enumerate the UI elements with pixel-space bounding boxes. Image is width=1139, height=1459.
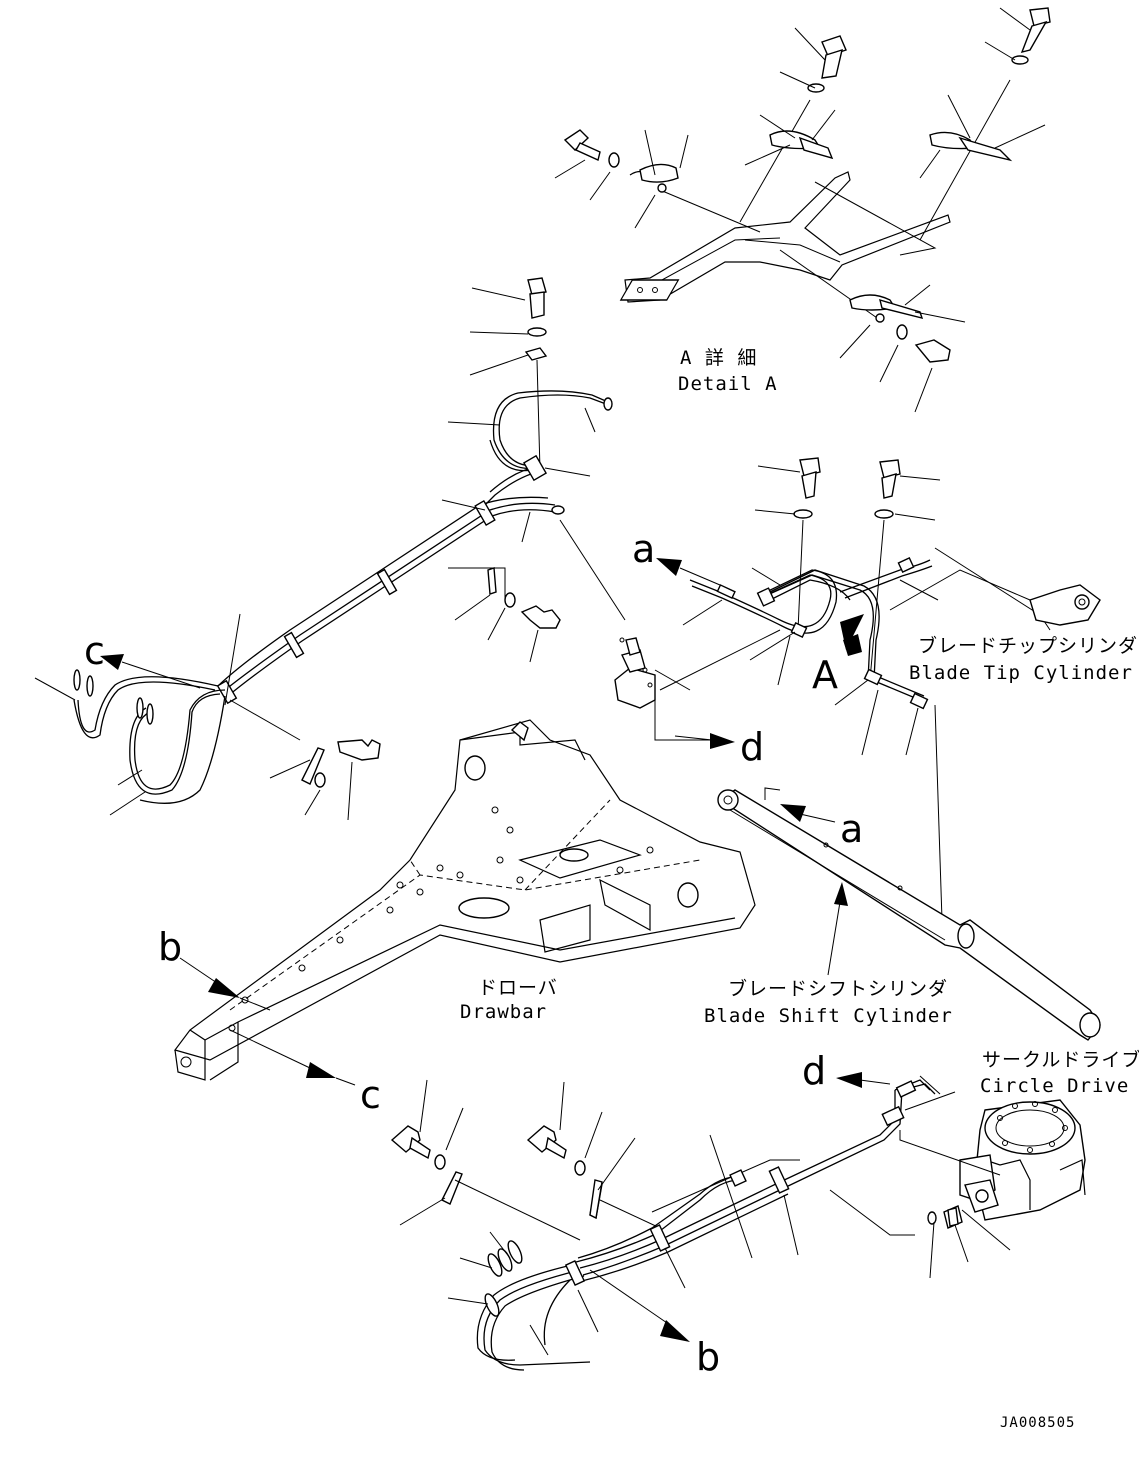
svg-text:c: c	[84, 629, 105, 673]
callout-c-lower: c	[229, 1029, 381, 1117]
callout-d-upper: d	[674, 725, 764, 769]
drawbar-en-label: Drawbar	[460, 1001, 547, 1023]
drawbar-part: ドローバ Drawbar	[173, 719, 756, 1081]
detail-a-en-label: Detail A	[678, 373, 778, 395]
circle-drive-part: サークルドライブ Circle Drive	[959, 1048, 1139, 1221]
lower-hose-harness	[390, 1075, 1011, 1371]
detail-a-jp-label: A 詳 細	[680, 347, 757, 369]
svg-text:c: c	[360, 1073, 381, 1117]
upper-hose-harness	[34, 277, 626, 821]
svg-text:b: b	[158, 925, 182, 969]
bolt-part	[563, 129, 679, 193]
figure-id: JA008505	[1000, 1415, 1075, 1431]
blade-tip-hoses: A ブレードチップシリンダ Blade Tip Cylinder	[682, 457, 1138, 921]
blade-tip-jp-label: ブレードチップシリンダ	[918, 634, 1138, 657]
blade-shift-en-label: Blade Shift Cylinder	[704, 1005, 953, 1027]
svg-text:d: d	[740, 725, 764, 769]
callout-c-upper: c	[84, 629, 201, 689]
callout-d-lower: d	[802, 1049, 891, 1093]
callout-a-lower: a	[840, 807, 863, 851]
blade-tip-en-label: Blade Tip Cylinder	[909, 662, 1133, 684]
svg-text:d: d	[802, 1049, 826, 1093]
circle-drive-en-label: Circle Drive	[980, 1075, 1129, 1097]
callout-b-upper: b	[158, 925, 271, 1011]
detail-a-assembly: A 詳 細 Detail A	[554, 7, 1051, 413]
drawbar-bolt-holes	[180, 806, 654, 1068]
blade-shift-jp-label: ブレードシフトシリンダ	[728, 977, 948, 1000]
bolt-part	[929, 7, 1051, 162]
circle-drive-jp-label: サークルドライブ	[982, 1048, 1139, 1071]
svg-text:a: a	[632, 527, 655, 571]
svg-text:b: b	[696, 1335, 720, 1379]
drawbar-jp-label: ドローバ	[478, 977, 558, 999]
bolt-part	[769, 35, 847, 160]
callout-A: A	[812, 653, 838, 697]
callout-a-upper: a	[632, 527, 721, 586]
bolt-part	[849, 294, 951, 363]
valve-part	[614, 629, 781, 741]
callout-b-lower: b	[589, 1269, 720, 1379]
blade-shift-cylinder: a ブレードシフトシリンダ Blade Shift Cylinder	[704, 787, 1101, 1041]
